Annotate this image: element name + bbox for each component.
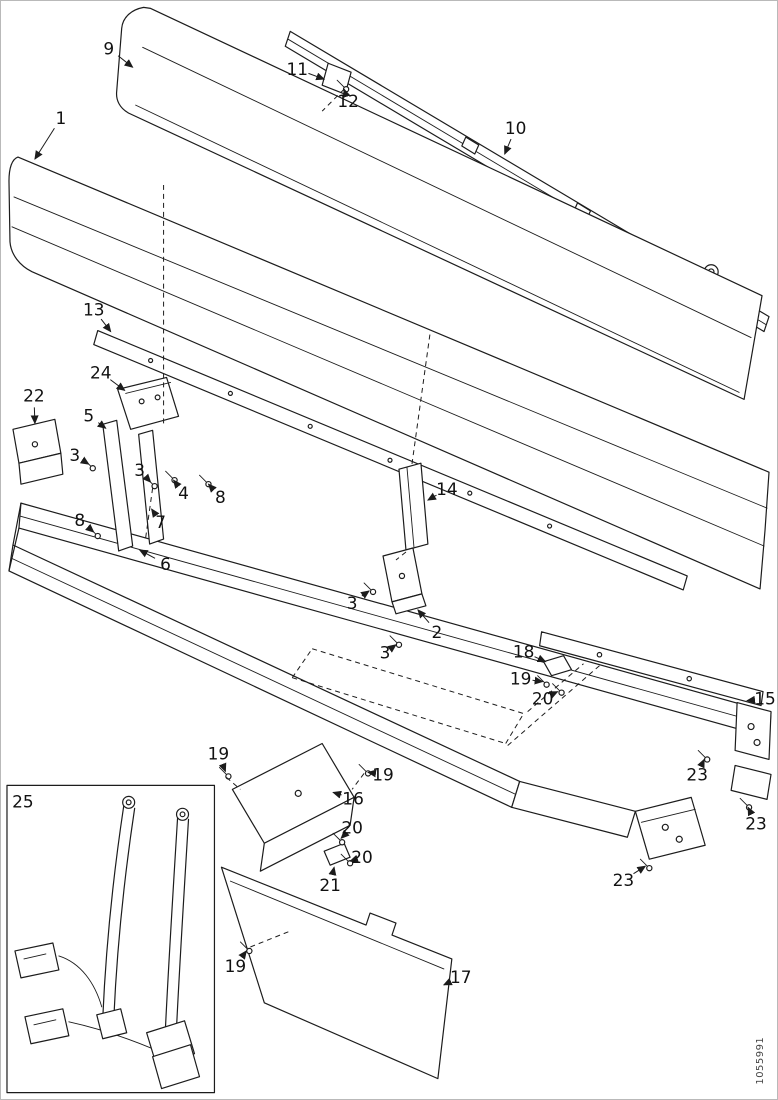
callout-label-22: 22: [23, 385, 45, 405]
callout-label-20: 20: [532, 689, 554, 709]
callout-label-3: 3: [69, 445, 80, 465]
left-support-assembly: [12, 376, 180, 552]
support-plate: [539, 631, 764, 707]
callout-leader: [308, 72, 326, 81]
seat-belt-inset: [6, 784, 216, 1094]
frame-front-rail: [8, 502, 706, 860]
callout-leader: [633, 865, 647, 875]
callout-leader: [548, 691, 559, 699]
callout-label-19: 19: [372, 764, 394, 784]
callout-label-18: 18: [513, 642, 535, 662]
callout-leader: [100, 318, 112, 333]
seat-belt-assembly: [14, 795, 201, 1090]
mounting-strip: [93, 329, 688, 591]
callout-leader: [207, 483, 217, 493]
callout-leader: [332, 790, 342, 799]
callout-label-19: 19: [225, 956, 247, 976]
support-leg-front: [102, 419, 134, 552]
callout-label-12: 12: [337, 91, 359, 111]
callout-label-7: 7: [155, 512, 166, 532]
callout-leader: [340, 829, 350, 839]
callout-label-3: 3: [380, 643, 391, 663]
seat-cushion: [8, 156, 770, 590]
bracket-24: [117, 376, 180, 430]
bottom-panel: [220, 866, 453, 1080]
callout-leader: [30, 407, 39, 425]
callout-leader: [697, 758, 705, 769]
callout-label-9: 9: [103, 38, 114, 58]
callout-label-3: 3: [134, 460, 145, 480]
callout-leader: [85, 523, 95, 533]
callout-leader: [117, 55, 134, 68]
callout-label-3: 3: [347, 593, 358, 613]
callout-label-19: 19: [208, 743, 230, 763]
callout-leader: [747, 806, 756, 817]
callout-label-23: 23: [686, 764, 708, 784]
callout-label-19: 19: [510, 669, 532, 689]
callout-label-6: 6: [160, 554, 171, 574]
callout-leader: [328, 866, 337, 876]
bracket-14: [398, 462, 429, 551]
callout-leader: [387, 644, 397, 653]
callout-label-25: 25: [12, 791, 34, 811]
callout-label-8: 8: [215, 487, 226, 507]
callout-label-14: 14: [436, 479, 458, 499]
callout-label-10: 10: [505, 118, 527, 138]
callout-leader: [442, 977, 453, 986]
fastener-cluster: [543, 655, 573, 677]
callout-leader: [110, 379, 126, 392]
callout-label-11: 11: [286, 59, 308, 79]
callout-label-15: 15: [754, 689, 776, 709]
callout-label-16: 16: [342, 788, 364, 808]
belt-buckle: [24, 1008, 70, 1045]
callout-label-21: 21: [319, 875, 341, 895]
callout-label-24: 24: [90, 362, 112, 382]
callout-leader: [218, 762, 227, 773]
frame-rear-rail: [18, 502, 772, 800]
callout-leader: [238, 950, 247, 960]
callout-leader: [151, 508, 160, 518]
belt-latch-plate: [96, 1008, 128, 1040]
callout-leader: [746, 695, 756, 704]
callout-label-23: 23: [745, 813, 767, 833]
callout-leader: [532, 676, 544, 685]
callout-leader: [96, 420, 107, 429]
center-bracket-assembly: [382, 462, 429, 615]
callout-leader: [534, 654, 547, 663]
callout-leader: [138, 549, 156, 559]
backrest-cushion: [115, 6, 763, 400]
figure-code: 1055991: [755, 1037, 766, 1085]
callout-label-8: 8: [74, 510, 85, 530]
callout-leader: [34, 127, 55, 160]
belt-buckle: [14, 942, 60, 979]
callout-leader: [504, 138, 512, 155]
callout-label-2: 2: [431, 622, 442, 642]
callout-label-20: 20: [341, 817, 363, 837]
bracket-2: [382, 547, 423, 603]
belt-retractor: [152, 1044, 201, 1090]
callout-leader: [142, 473, 152, 483]
callout-label-23: 23: [613, 870, 635, 890]
callout-leader: [79, 456, 90, 465]
callout-leader: [427, 492, 437, 501]
callout-label-5: 5: [83, 405, 94, 425]
alignment-dash-lines: [145, 88, 600, 948]
callout-label-20: 20: [351, 847, 373, 867]
callout-label-4: 4: [178, 483, 189, 503]
callout-leader: [172, 479, 182, 489]
callout-label-17: 17: [450, 967, 472, 987]
small-bracket-21: [323, 842, 351, 866]
front-bracket: [231, 742, 355, 872]
callout-label-1: 1: [55, 108, 66, 128]
callout-leader: [360, 590, 370, 599]
callout-label-13: 13: [83, 300, 105, 320]
callout-leader: [417, 609, 430, 624]
